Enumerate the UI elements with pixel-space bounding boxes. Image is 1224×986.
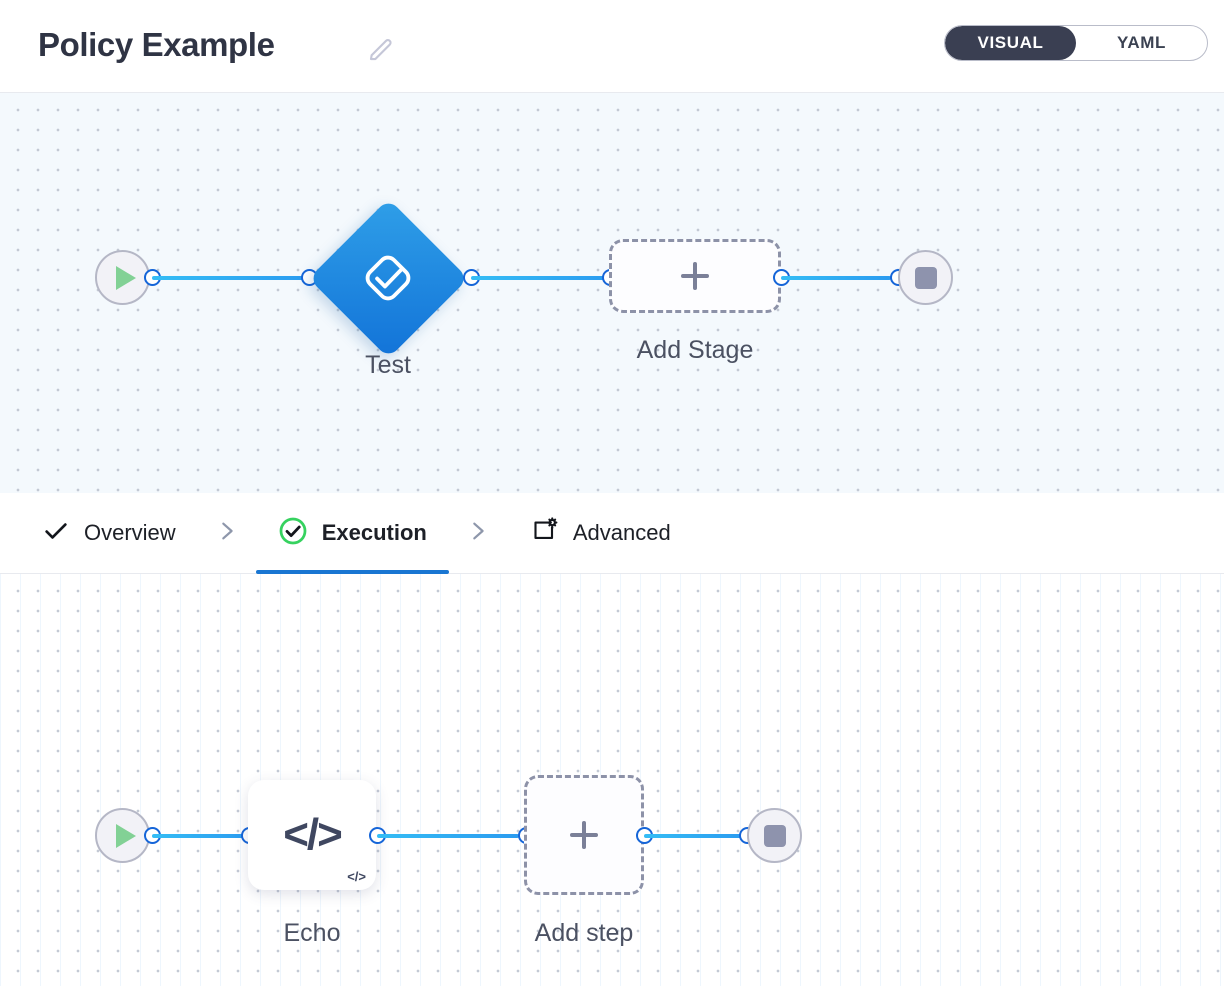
code-icon: </> xyxy=(283,810,343,859)
toggle-option-visual[interactable]: VISUAL xyxy=(945,26,1076,60)
page-title: Policy Example xyxy=(38,26,275,63)
chevron-right-icon xyxy=(216,517,238,550)
add-step-label: Add step xyxy=(534,919,634,947)
connector-start-to-step xyxy=(152,834,250,838)
toggle-option-yaml[interactable]: YAML xyxy=(1116,33,1166,52)
check-circle-icon xyxy=(278,516,308,551)
page-header: Policy Example VISUAL YAML xyxy=(0,0,1224,93)
tab-overview-label: Overview xyxy=(84,520,176,545)
start-node-circle xyxy=(95,808,150,863)
tab-execution[interactable]: Execution xyxy=(255,493,449,574)
plus-icon xyxy=(680,261,710,291)
connector-addstage-to-end xyxy=(781,276,891,280)
connector-step-to-addstep xyxy=(377,834,519,838)
start-node[interactable] xyxy=(95,808,150,863)
stage-diamond-shape xyxy=(308,198,468,358)
step-node-label: Echo xyxy=(283,919,341,947)
tab-advanced[interactable]: Advanced xyxy=(507,493,693,573)
plus-icon xyxy=(569,820,599,850)
check-icon xyxy=(42,517,70,550)
stage-node-test[interactable] xyxy=(308,198,468,358)
tab-separator-1 xyxy=(198,517,256,550)
add-step-button[interactable] xyxy=(524,775,644,895)
stop-icon xyxy=(914,266,937,289)
end-node-circle xyxy=(898,250,953,305)
start-node-circle xyxy=(95,250,150,305)
view-mode-toggle[interactable]: VISUAL YAML xyxy=(944,25,1208,61)
end-node[interactable] xyxy=(898,250,953,305)
add-stage-button[interactable] xyxy=(609,239,781,313)
step-node-echo[interactable]: </> </> xyxy=(248,780,376,890)
section-tabbar: Overview Execution xyxy=(0,493,1224,574)
step-canvas[interactable]: </> </> Echo Add step xyxy=(0,574,1224,986)
play-icon xyxy=(115,823,136,848)
pencil-icon[interactable] xyxy=(366,34,396,64)
code-badge-icon: </> xyxy=(347,869,366,884)
stage-canvas[interactable]: Test Add Stage xyxy=(0,93,1224,493)
tab-separator-2 xyxy=(449,517,507,550)
add-stage-label: Add Stage xyxy=(636,336,754,364)
tab-execution-label: Execution xyxy=(321,520,427,545)
connector-start-to-stage xyxy=(152,276,310,280)
end-node-circle xyxy=(747,808,802,863)
tab-overview[interactable]: Overview xyxy=(0,493,198,573)
stop-icon xyxy=(763,824,786,847)
end-node[interactable] xyxy=(747,808,802,863)
play-icon xyxy=(115,265,136,290)
stage-node-label: Test xyxy=(365,351,411,379)
connector-addstep-to-end xyxy=(644,834,744,838)
connector-stage-to-addstage xyxy=(471,276,611,280)
chevron-right-icon xyxy=(467,517,489,550)
window-gear-icon xyxy=(529,516,559,551)
start-node[interactable] xyxy=(95,250,150,305)
tab-advanced-label: Advanced xyxy=(572,520,671,545)
